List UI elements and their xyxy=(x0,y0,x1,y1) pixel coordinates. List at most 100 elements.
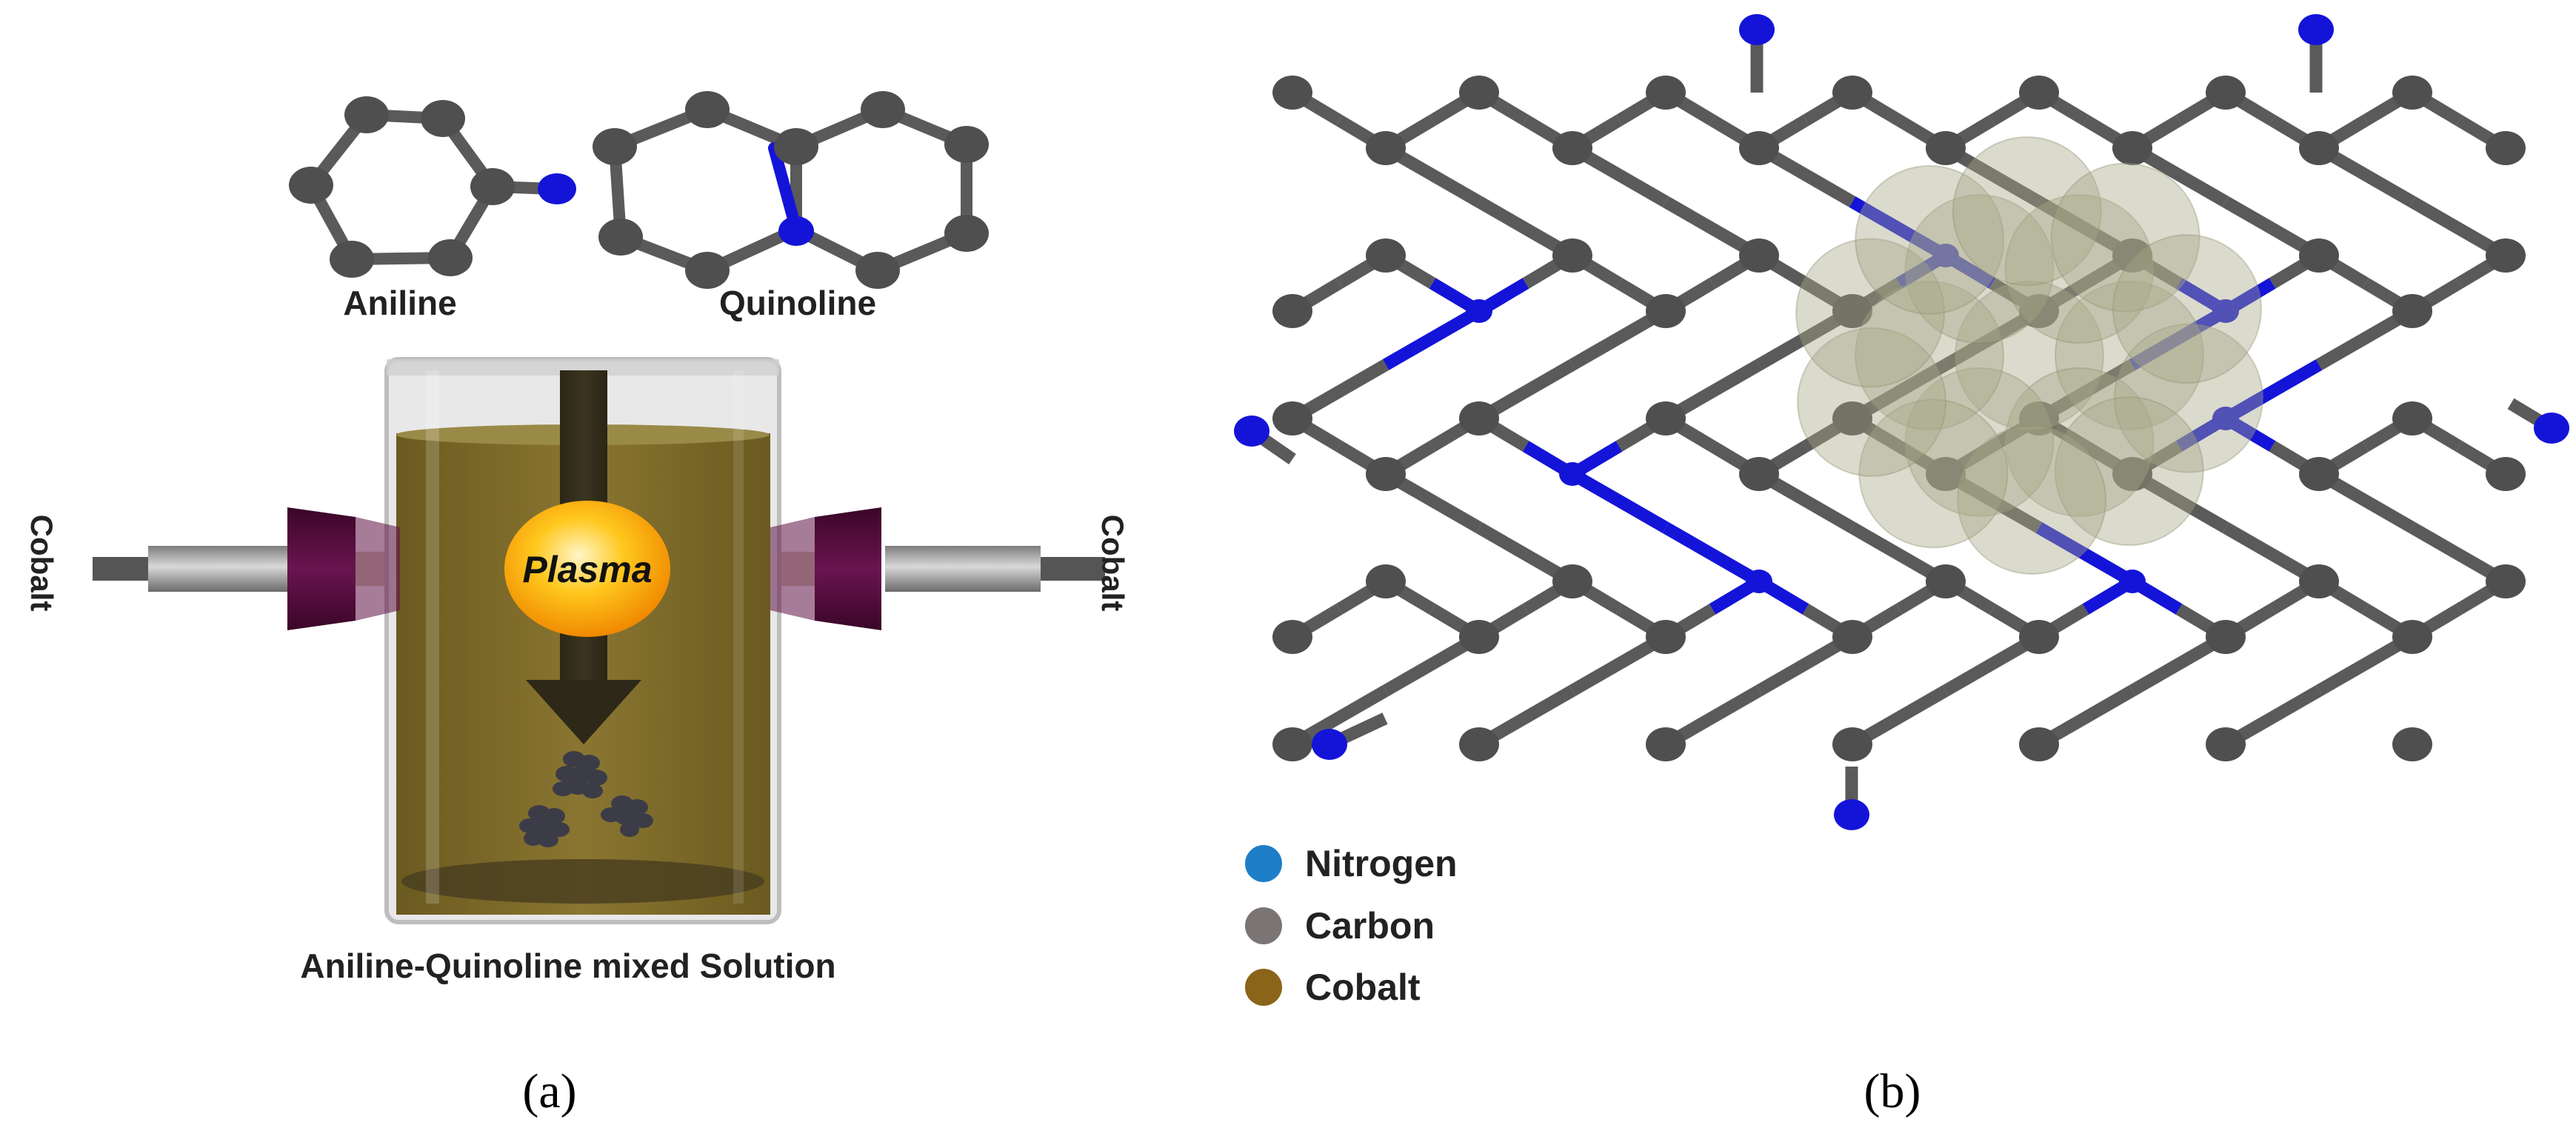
carbon-atom xyxy=(1739,238,1779,273)
carbon-atom xyxy=(2392,401,2432,435)
carbon-atom xyxy=(1272,76,1312,110)
carbon-atom xyxy=(2019,727,2059,761)
carbon-atom xyxy=(1646,294,1686,328)
carbon-atom xyxy=(1832,401,1872,435)
cobalt-atom xyxy=(2054,396,2204,547)
plasma-label: Plasma xyxy=(522,549,652,590)
graphene-bond xyxy=(2222,359,2323,424)
cobalt-atom xyxy=(2004,194,2155,344)
carbon-atom xyxy=(2112,457,2152,491)
carbon-atom xyxy=(2486,131,2526,165)
nitrogen-atom xyxy=(1466,299,1492,323)
cobalt-atom xyxy=(1795,238,1946,388)
panel-b: Nitrogen Carbon Cobalt (b) xyxy=(1234,14,2569,1118)
carbon-atom xyxy=(2019,294,2059,328)
cobalt-atom xyxy=(1904,367,2055,517)
cobalt-label-left: Cobalt xyxy=(24,515,59,612)
graphene-bond xyxy=(2129,305,2229,370)
nitrogen-terminal-atom xyxy=(1834,799,1869,830)
carbon-atom xyxy=(2392,727,2432,761)
carbon-atom xyxy=(1552,131,1592,165)
quinoline-label: Quinoline xyxy=(719,284,876,322)
legend-label-cobalt: Cobalt xyxy=(1305,967,1421,1008)
carbon-atom xyxy=(1366,238,1406,273)
carbon-atom xyxy=(2112,238,2152,273)
carbon-atom xyxy=(1646,76,1686,110)
cobalt-atom xyxy=(1858,398,2009,549)
cobalt-atom xyxy=(1904,194,2055,344)
plasma-ball: Plasma xyxy=(504,501,670,637)
carbon-atom xyxy=(1926,457,1966,491)
carbon-atom xyxy=(1459,76,1499,110)
cobalt-atom xyxy=(2055,281,2204,430)
legend: Nitrogen Carbon Cobalt xyxy=(1245,843,1458,1008)
legend-item-cobalt: Cobalt xyxy=(1245,967,1421,1008)
cobalt-swatch xyxy=(1245,969,1282,1006)
carbon-atom xyxy=(1552,238,1592,273)
carbon-atom xyxy=(2206,620,2246,654)
graphene-bond xyxy=(2035,522,2136,587)
nitrogen-atom xyxy=(1746,570,1772,593)
graphene-bond xyxy=(1382,305,1483,370)
solution-label: Aniline-Quinoline mixed Solution xyxy=(300,947,835,985)
cobalt-atom xyxy=(2004,367,2155,517)
nitrogen-terminal-atom xyxy=(2534,413,2569,444)
carbon-atom xyxy=(2299,457,2339,491)
carbon-atom xyxy=(2019,76,2059,110)
carbon-atom xyxy=(1926,564,1966,598)
carbon-atom xyxy=(1272,401,1312,435)
cobalt-atom xyxy=(2112,234,2262,384)
nanoparticle-icon xyxy=(519,751,653,847)
legend-item-nitrogen: Nitrogen xyxy=(1245,843,1458,884)
graphene-bond xyxy=(1849,196,1949,261)
graphene-bond xyxy=(1662,522,1763,587)
carbon-atom xyxy=(2486,564,2526,598)
carbon-atom xyxy=(1459,401,1499,435)
nitrogen-swatch xyxy=(1245,845,1282,882)
cobalt-atom xyxy=(2050,162,2200,313)
carbon-atom xyxy=(1739,457,1779,491)
nitrogen-terminal-atom xyxy=(2298,14,2334,45)
carbon-atom xyxy=(2019,620,2059,654)
nitrogen-terminal-atom xyxy=(1312,729,1347,760)
carbon-atom xyxy=(1926,131,1966,165)
legend-label-nitrogen: Nitrogen xyxy=(1305,843,1458,884)
aniline-label: Aniline xyxy=(343,284,456,322)
carbon-atom xyxy=(1272,294,1312,328)
caption-b: (b) xyxy=(1864,1064,1921,1118)
nitrogen-atom xyxy=(2212,299,2239,323)
carbon-atom xyxy=(1646,727,1686,761)
cobalt-atom xyxy=(1797,327,1947,477)
nitrogen-terminal-atom xyxy=(1739,14,1775,45)
carbon-atom xyxy=(1832,294,1872,328)
carbon-atom xyxy=(2486,457,2526,491)
cobalt-atom xyxy=(2113,323,2263,473)
nitrogen-terminal-atom xyxy=(1234,416,1269,447)
carbon-atom xyxy=(2392,294,2432,328)
carbon-atom xyxy=(2392,76,2432,110)
carbon-atom xyxy=(2206,727,2246,761)
carbon-atom xyxy=(1459,727,1499,761)
carbon-atom xyxy=(1272,620,1312,654)
cobalt-atom xyxy=(1855,281,2004,430)
carbon-atom xyxy=(2392,620,2432,654)
quinoline-molecule-icon xyxy=(593,91,989,289)
carbon-atom xyxy=(1552,564,1592,598)
carbon-atom xyxy=(1832,727,1872,761)
cobalt-cluster xyxy=(1795,136,2263,575)
cobalt-label-right: Cobalt xyxy=(1095,515,1130,612)
carbon-atom xyxy=(1272,727,1312,761)
cobalt-atom xyxy=(1955,281,2104,430)
carbon-atom xyxy=(1832,620,1872,654)
aniline-molecule-icon xyxy=(289,96,576,278)
carbon-atom xyxy=(2206,76,2246,110)
nitrogen-atom xyxy=(1932,244,1959,267)
cobalt-atom xyxy=(1957,424,2107,575)
legend-label-carbon: Carbon xyxy=(1305,905,1435,947)
carbon-atom xyxy=(1832,76,1872,110)
caption-a: (a) xyxy=(522,1064,576,1118)
carbon-atom xyxy=(1459,620,1499,654)
carbon-atom xyxy=(2299,238,2339,273)
cobalt-atom xyxy=(1855,164,2005,315)
